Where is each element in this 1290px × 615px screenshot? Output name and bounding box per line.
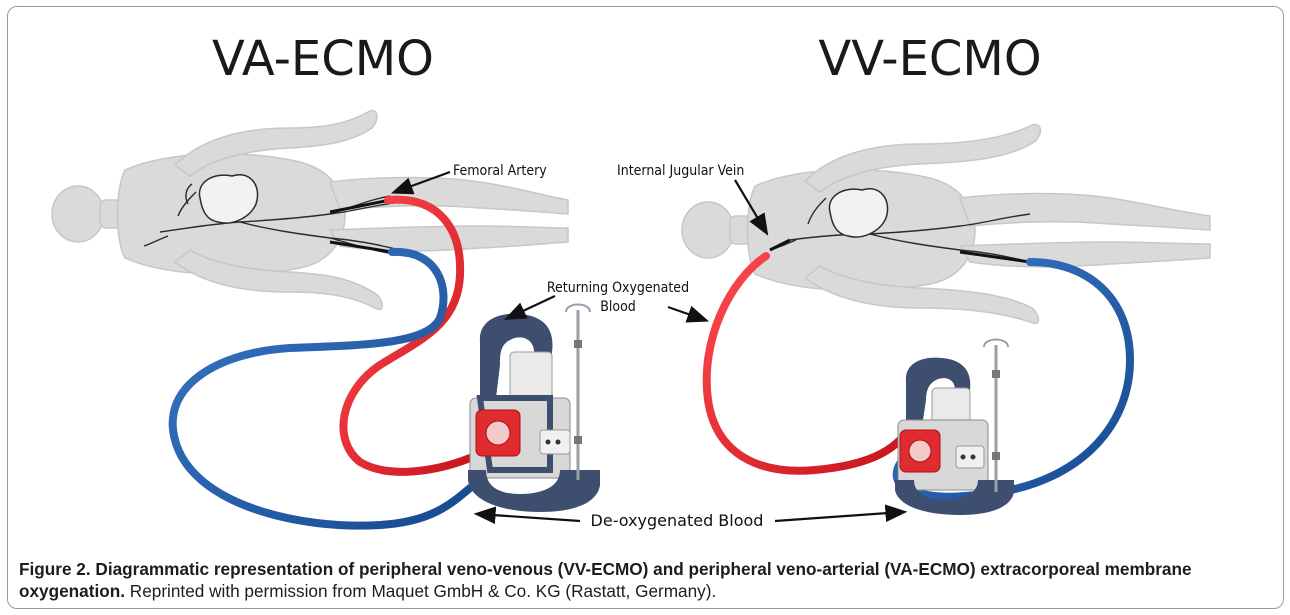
arrow-returning-right xyxy=(668,307,705,320)
va-ecmo-console xyxy=(468,305,600,513)
arrow-returning-left xyxy=(508,296,555,318)
vv-ecmo-console xyxy=(895,340,1014,516)
va-ecmo-title: VA-ECMO xyxy=(212,31,434,87)
caption-credit: Reprinted with permission from Maquet Gm… xyxy=(125,581,716,601)
arrow-deoxygenated-right xyxy=(775,512,903,521)
arrow-deoxygenated-left xyxy=(478,514,580,521)
label-femoral-artery: Femoral Artery xyxy=(453,163,547,179)
figure-caption: Figure 2. Diagrammatic representation of… xyxy=(19,558,1274,602)
vv-ecmo-title: VV-ECMO xyxy=(818,31,1041,87)
label-deoxygenated-blood: De-oxygenated Blood xyxy=(591,511,764,530)
label-returning-blood: Blood xyxy=(600,299,636,315)
ecmo-diagram: VA-ECMO VV-ECMO xyxy=(0,0,1290,555)
label-returning-oxygenated: Returning Oxygenated xyxy=(547,280,689,296)
va-patient-silhouette xyxy=(52,111,568,310)
label-internal-jugular-vein: Internal Jugular Vein xyxy=(617,163,744,179)
